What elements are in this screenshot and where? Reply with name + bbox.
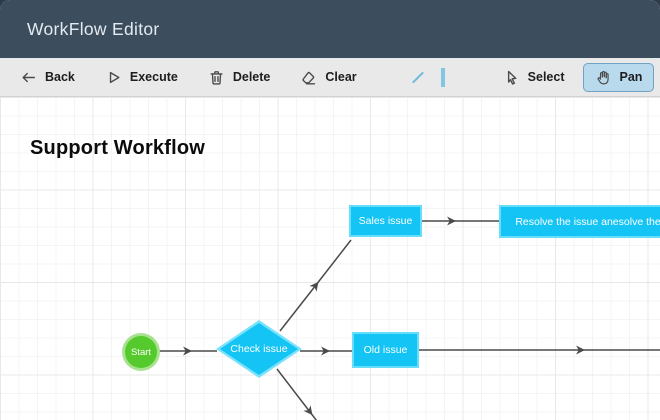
edge-check-offscreen: [276, 368, 318, 420]
clear-button-label: Clear: [325, 70, 357, 84]
diamond-shape-tool[interactable]: [411, 70, 424, 84]
node-sales-issue[interactable]: Sales issue: [349, 205, 422, 237]
node-start[interactable]: Start: [125, 336, 157, 368]
hand-icon: [595, 69, 612, 86]
eraser-icon: [300, 69, 317, 86]
square-shape-tool[interactable]: [440, 67, 445, 87]
canvas-title: Support Workflow: [30, 137, 206, 159]
app-title: WorkFlow Editor: [27, 18, 160, 39]
node-resolve-issue[interactable]: Resolve the issue anesolve the: [499, 205, 660, 238]
play-icon: [105, 69, 122, 86]
trash-icon: [208, 69, 225, 86]
workflow-canvas[interactable]: Support Workflow Start Check issue Sales…: [0, 97, 660, 420]
pan-mode-button[interactable]: Pan: [582, 62, 655, 92]
flow-edges: [159, 216, 660, 420]
node-old-issue-label: Old issue: [363, 344, 408, 356]
back-button[interactable]: Back: [12, 64, 83, 91]
execute-button[interactable]: Execute: [97, 64, 186, 91]
node-resolve-issue-label: Resolve the issue anesolve the: [515, 215, 660, 228]
clear-button[interactable]: Clear: [292, 64, 364, 91]
cursor-arrow-icon: [503, 69, 520, 86]
back-arrow-icon: [20, 69, 37, 86]
delete-button[interactable]: Delete: [200, 64, 279, 91]
execute-button-label: Execute: [129, 70, 178, 84]
node-old-issue[interactable]: Old issue: [352, 332, 419, 368]
node-start-label: Start: [130, 346, 152, 358]
select-mode-button[interactable]: Select: [495, 64, 573, 91]
delete-button-label: Delete: [232, 70, 271, 84]
pan-mode-label: Pan: [619, 70, 643, 84]
back-button-label: Back: [45, 70, 75, 84]
node-sales-issue-label: Sales issue: [358, 215, 413, 227]
app-header: WorkFlow Editor: [0, 0, 660, 58]
node-check-issue-label: Check issue: [230, 343, 288, 355]
select-mode-label: Select: [527, 70, 565, 84]
toolbar: Back Execute Delete: [0, 58, 660, 97]
edge-check-sales: [279, 239, 352, 332]
